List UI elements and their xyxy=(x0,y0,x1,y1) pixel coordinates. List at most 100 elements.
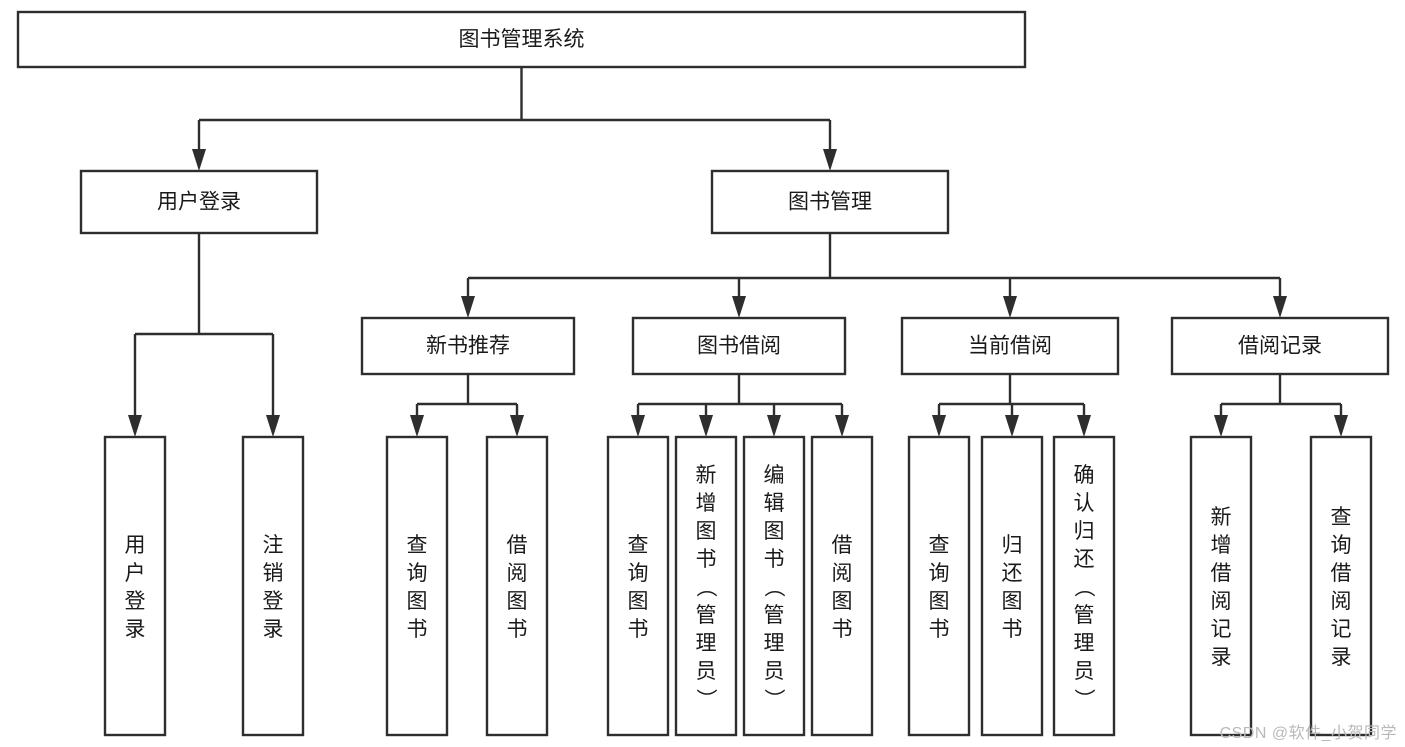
node-bookmgmt[interactable]: 图书管理 xyxy=(710,169,950,235)
node-box[interactable] xyxy=(1189,435,1253,737)
svg-text:）: ） xyxy=(762,688,785,709)
svg-text:理: 理 xyxy=(696,632,717,655)
edge-group xyxy=(461,233,1287,318)
svg-text:管: 管 xyxy=(1074,604,1095,627)
node-box[interactable] xyxy=(900,316,1120,376)
node-box[interactable] xyxy=(485,435,549,737)
node-box[interactable] xyxy=(810,435,874,737)
node-box[interactable] xyxy=(1170,316,1390,376)
node-box[interactable] xyxy=(631,316,847,376)
node-box[interactable] xyxy=(241,435,305,737)
node-root[interactable]: 图书管理系统 xyxy=(16,10,1027,69)
svg-text:阅: 阅 xyxy=(832,562,853,585)
svg-text:图: 图 xyxy=(832,590,853,613)
node-box[interactable] xyxy=(980,435,1044,737)
svg-text:图: 图 xyxy=(929,590,950,613)
node-borrow[interactable]: 图书借阅 xyxy=(631,316,847,376)
node-box[interactable] xyxy=(103,435,167,737)
node-box[interactable] xyxy=(1309,435,1373,737)
node-box[interactable] xyxy=(1052,435,1116,737)
node-login[interactable]: 用户登录 xyxy=(79,169,319,235)
node-box[interactable] xyxy=(16,10,1027,69)
svg-text:理: 理 xyxy=(764,632,785,655)
node-box[interactable] xyxy=(385,435,449,737)
svg-text:阅: 阅 xyxy=(1211,590,1232,613)
svg-text:录: 录 xyxy=(125,618,146,641)
node-records[interactable]: 借阅记录 xyxy=(1170,316,1390,376)
node-box[interactable] xyxy=(907,435,971,737)
svg-text:注: 注 xyxy=(263,534,284,557)
node-current[interactable]: 当前借阅 xyxy=(900,316,1120,376)
edge-group xyxy=(1214,374,1348,437)
svg-text:登: 登 xyxy=(263,590,284,613)
svg-text:辑: 辑 xyxy=(764,492,785,515)
node-box[interactable] xyxy=(606,435,670,737)
svg-text:借: 借 xyxy=(1331,562,1352,585)
nodes-layer: 图书管理系统用户登录图书管理新书推荐图书借阅当前借阅借阅记录用户登录注销登录查询… xyxy=(16,10,1390,737)
svg-text:询: 询 xyxy=(628,562,649,585)
node-label: 借阅记录 xyxy=(1238,335,1322,358)
svg-text:查: 查 xyxy=(1331,506,1352,529)
svg-text:）: ） xyxy=(694,688,717,709)
svg-text:确: 确 xyxy=(1074,464,1095,487)
node-box[interactable] xyxy=(360,316,576,376)
node-box[interactable] xyxy=(742,435,806,737)
svg-text:借: 借 xyxy=(1211,562,1232,585)
svg-text:阅: 阅 xyxy=(507,562,528,585)
arrow-head-icon xyxy=(128,415,142,437)
svg-text:书: 书 xyxy=(832,618,853,641)
svg-text:借: 借 xyxy=(832,534,853,557)
svg-text:图: 图 xyxy=(1002,590,1023,613)
svg-text:询: 询 xyxy=(1331,534,1352,557)
node-leaf-user-login[interactable]: 用户登录 xyxy=(103,435,167,737)
svg-text:登: 登 xyxy=(125,590,146,613)
svg-text:借: 借 xyxy=(507,534,528,557)
edge-group xyxy=(128,233,280,437)
svg-text:录: 录 xyxy=(1211,646,1232,669)
node-label: 用户登录 xyxy=(125,534,146,641)
arrow-head-icon xyxy=(1214,415,1228,437)
svg-text:增: 增 xyxy=(696,492,717,515)
svg-text:增: 增 xyxy=(1211,534,1232,557)
node-label: 新书推荐 xyxy=(426,335,510,358)
svg-text:查: 查 xyxy=(407,534,428,557)
arrow-head-icon xyxy=(932,415,946,437)
arrow-head-icon xyxy=(1334,415,1348,437)
node-label: 图书借阅 xyxy=(697,335,781,358)
edge-group xyxy=(932,374,1091,437)
svg-text:还: 还 xyxy=(1002,562,1023,585)
arrow-head-icon xyxy=(767,415,781,437)
arrow-head-icon xyxy=(1273,296,1287,318)
arrow-head-icon xyxy=(1005,415,1019,437)
svg-text:理: 理 xyxy=(1074,632,1095,655)
svg-text:销: 销 xyxy=(263,562,284,585)
svg-text:（: （ xyxy=(1072,576,1095,597)
node-box[interactable] xyxy=(79,169,319,235)
svg-text:查: 查 xyxy=(929,534,950,557)
node-box[interactable] xyxy=(710,169,950,235)
node-box[interactable] xyxy=(674,435,738,737)
svg-text:书: 书 xyxy=(628,618,649,641)
node-newbook[interactable]: 新书推荐 xyxy=(360,316,576,376)
arrow-head-icon xyxy=(1077,415,1091,437)
svg-text:记: 记 xyxy=(1331,618,1352,641)
